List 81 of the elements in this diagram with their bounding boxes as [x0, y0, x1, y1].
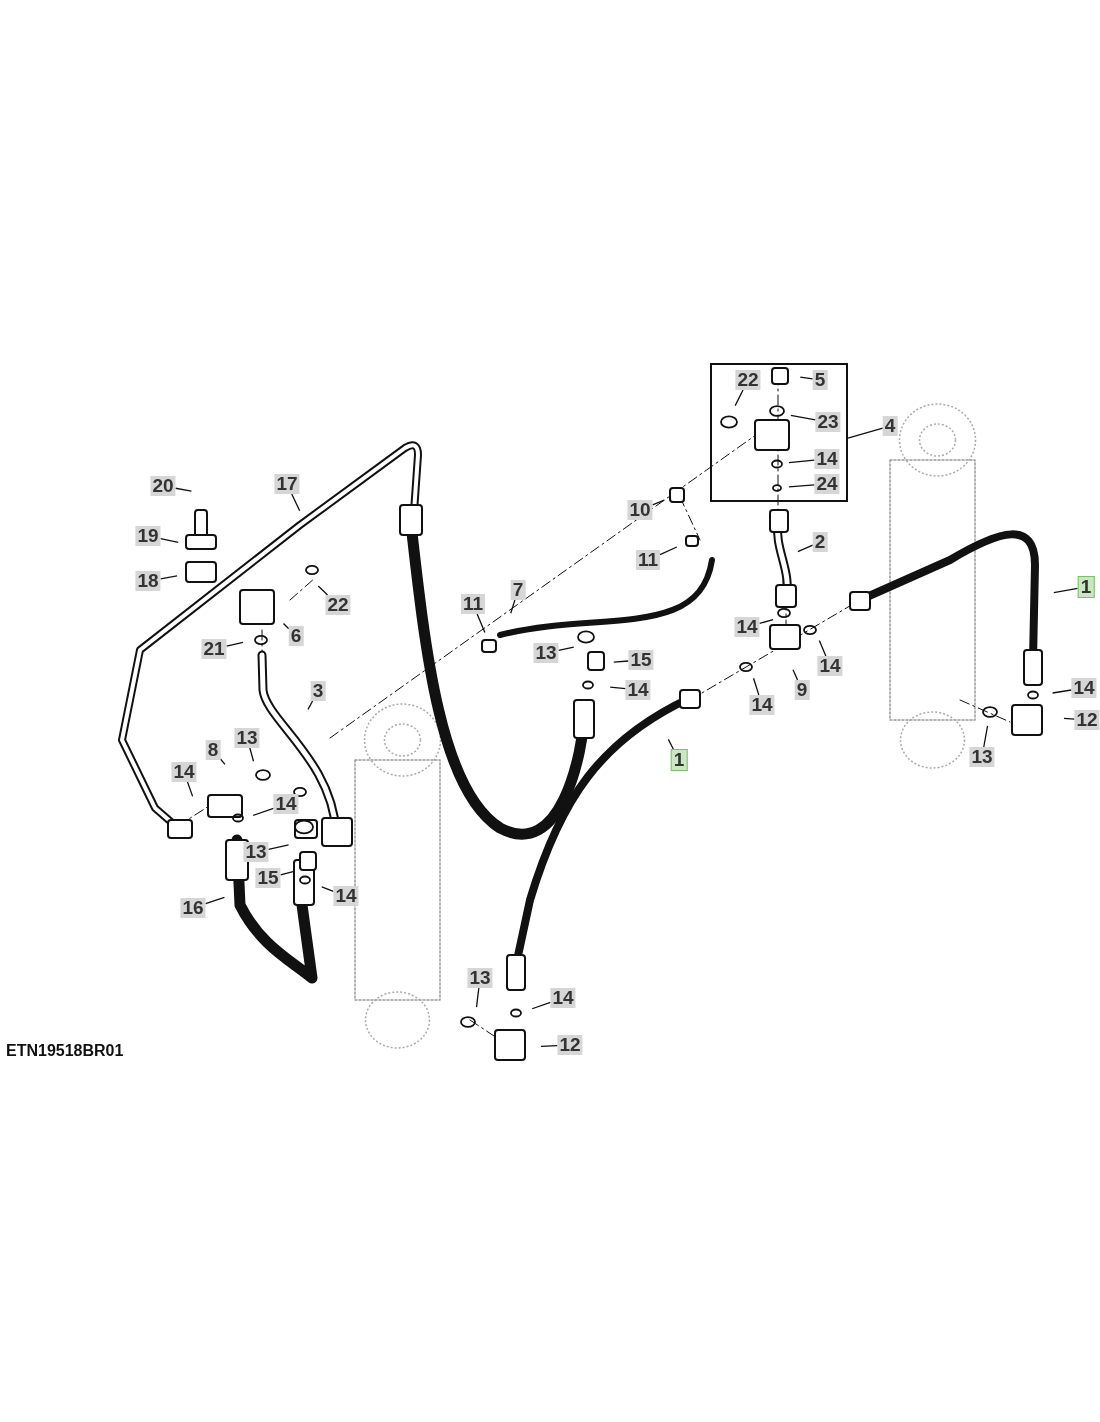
leader-line [317, 585, 329, 596]
callout-number: 13 [234, 728, 260, 748]
callout-number: 14 [749, 695, 775, 715]
leader-line [267, 844, 290, 850]
leader-line [613, 660, 630, 663]
callout-number: 24 [814, 474, 840, 494]
callout-number: 13 [533, 643, 559, 663]
leader-line [651, 499, 665, 506]
leader-line [475, 987, 480, 1008]
callout-number: 16 [180, 898, 206, 918]
callout-number: 14 [333, 886, 359, 906]
inset-frame [710, 363, 848, 502]
leader-line [159, 575, 178, 580]
callout-number: 15 [255, 868, 281, 888]
leader-line [249, 747, 255, 762]
leader-line [225, 641, 244, 647]
leader-line [788, 459, 816, 464]
callout-number: 22 [325, 595, 351, 615]
callout-number: 15 [628, 650, 654, 670]
leader-line [291, 493, 301, 512]
leader-line [847, 427, 884, 439]
callout-number: 11 [635, 550, 661, 570]
callout-number: 13 [467, 968, 493, 988]
callout-number: 19 [135, 526, 161, 546]
leader-line [983, 725, 989, 748]
leader-line [204, 896, 226, 905]
leader-line [788, 484, 816, 488]
leader-line [792, 669, 799, 681]
callout-number: 3 [310, 681, 326, 701]
leader-line [510, 599, 516, 614]
callout-number: 1 [1077, 576, 1095, 598]
leader-line [174, 487, 193, 492]
leader-line [752, 677, 760, 696]
callout-number: 22 [735, 370, 761, 390]
callout-number: 7 [510, 580, 526, 600]
leader-line [307, 700, 314, 711]
callout-number: 14 [814, 449, 840, 469]
callout-number: 6 [288, 626, 304, 646]
callout-number: 21 [201, 639, 227, 659]
callout-number: 2 [812, 532, 828, 552]
leader-line [1053, 587, 1079, 594]
leader-line [557, 646, 575, 651]
leader-line [186, 781, 194, 798]
callout-number: 17 [274, 474, 300, 494]
leader-line [758, 618, 774, 625]
callout-number: 14 [817, 656, 843, 676]
leader-line [159, 538, 179, 544]
callout-number: 13 [243, 842, 269, 862]
leader-line [1051, 689, 1073, 694]
leader-line [818, 639, 827, 657]
callout-number: 14 [273, 794, 299, 814]
callout-number: 14 [734, 617, 760, 637]
callout-number: 12 [557, 1035, 583, 1055]
leader-line [531, 1001, 552, 1010]
callout-number: 14 [171, 762, 197, 782]
callout-number: 12 [1074, 710, 1100, 730]
callout-number: 4 [882, 416, 898, 436]
leader-line [476, 613, 486, 634]
callout-number: 20 [150, 476, 176, 496]
callout-number: 9 [794, 680, 810, 700]
leader-line [609, 686, 627, 690]
callout-number: 18 [135, 571, 161, 591]
leader-line [659, 546, 678, 556]
callout-number: 23 [815, 412, 841, 432]
callout-number: 5 [812, 370, 828, 390]
callout-number: 10 [627, 500, 653, 520]
callout-number: 13 [969, 747, 995, 767]
leader-line [540, 1045, 559, 1048]
leader-line [321, 886, 335, 892]
leader-line [252, 807, 275, 817]
callout-number: 14 [625, 680, 651, 700]
leader-line [790, 414, 817, 421]
callout-number: 14 [1071, 678, 1097, 698]
callout-number: 1 [670, 749, 688, 771]
drawing-number: ETN19518BR01 [6, 1042, 124, 1060]
callout-number: 14 [550, 988, 576, 1008]
leader-line [667, 738, 674, 750]
leader-line [797, 544, 814, 553]
leader-line [1063, 717, 1076, 720]
callout-number: 8 [205, 740, 221, 760]
callout-number: 11 [460, 594, 486, 614]
